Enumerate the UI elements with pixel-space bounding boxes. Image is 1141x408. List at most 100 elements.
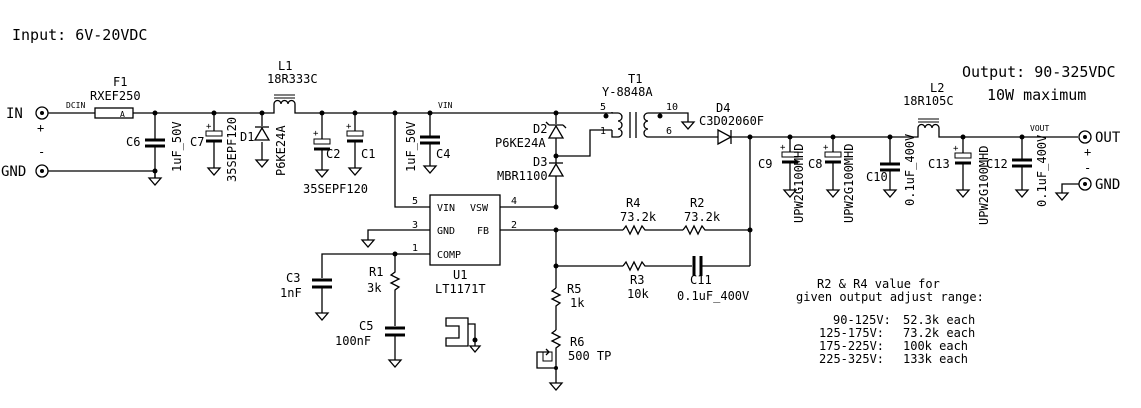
component-label: C8 — [808, 157, 822, 171]
power-spec: 10W maximum — [987, 86, 1086, 104]
inductor-l1: L1 18R333C — [267, 59, 322, 114]
ground-symbol — [147, 177, 163, 186]
component-label: 35SEPF120 — [303, 182, 368, 196]
ground-symbol — [782, 189, 798, 198]
notes-range: 90-125V: — [833, 313, 891, 327]
component-label: 73.2k — [620, 210, 657, 224]
ground-symbol — [387, 359, 403, 368]
net-dcin: DCIN — [66, 101, 85, 110]
svg-text:+: + — [346, 122, 352, 132]
component-label: 0.1uF_400V — [1035, 135, 1049, 207]
component-label: 3k — [367, 281, 382, 295]
component-label: C2 — [326, 147, 340, 161]
component-label: 10 — [666, 102, 678, 113]
component-label: A — [120, 110, 125, 119]
ground-symbol — [955, 189, 971, 198]
component-label: L1 — [278, 59, 292, 73]
ground-symbol — [680, 121, 696, 130]
gnd-in-label: GND — [1, 164, 26, 180]
svg-text:+: + — [313, 129, 319, 139]
component-label: + — [1084, 145, 1091, 159]
component-label: UPW2G100MHD — [977, 146, 991, 225]
f1-value: RXEF250 — [90, 89, 141, 103]
in-label: IN — [6, 106, 23, 122]
svg-text:+: + — [823, 143, 829, 153]
component-label: 35SEPF120 — [225, 117, 239, 182]
capacitor-c6: C6 1uF_50V — [126, 110, 184, 178]
capacitor-c5: C5 100nF — [335, 319, 405, 360]
ground-symbol — [254, 159, 270, 168]
ground-symbol — [825, 189, 841, 198]
resistor-r1: R1 3k — [367, 254, 401, 326]
component-label: 100nF — [335, 334, 371, 348]
net-vout: VOUT — [1030, 124, 1049, 133]
component-label: R6 — [570, 335, 584, 349]
component-label: R2 — [690, 196, 704, 210]
notes-range: 225-325V: — [819, 352, 884, 366]
net-vin: VIN — [438, 101, 453, 110]
in-polarity: + — [37, 121, 44, 135]
component-label: - — [1084, 161, 1091, 175]
component-label: 73.2k — [684, 210, 721, 224]
output-spec: Output: 90-325VDC — [962, 63, 1116, 81]
heatsink-icon — [445, 317, 482, 354]
component-label: MBR1100 — [497, 169, 548, 183]
component-label: R5 — [567, 282, 581, 296]
component-label: 3 — [412, 220, 418, 231]
notes-value: 52.3k each — [903, 313, 975, 327]
adjust-range-notes: R2 & R4 value for given output adjust ra… — [796, 277, 984, 366]
component-label: 500 TP — [568, 349, 611, 363]
resistor-r3: R3 10k — [622, 260, 692, 301]
svg-text:+: + — [780, 143, 786, 153]
component-label: C10 — [866, 170, 888, 184]
component-label: D4 — [716, 101, 730, 115]
component-label: 1uF_50V — [404, 121, 418, 172]
notes-range: 125-175V: — [819, 326, 884, 340]
input-ground-terminal: GND - — [1, 145, 49, 180]
component-label: 2 — [511, 220, 517, 231]
component-label: L2 — [930, 81, 944, 95]
ground-symbol — [360, 239, 376, 248]
capacitor-c1: + C1 — [346, 110, 375, 168]
notes-value: 73.2k each — [903, 326, 975, 340]
inductor-l2: L2 18R105C — [903, 81, 960, 138]
component-label: 0.1uF_400V — [903, 134, 917, 206]
potentiometer-r6: R6 500 TP — [536, 329, 611, 391]
component-label: 18R333C — [267, 72, 318, 86]
component-label: OUT — [1095, 130, 1121, 146]
ground-symbol — [314, 312, 330, 321]
notes-line1: R2 & R4 value for — [817, 277, 940, 291]
ground-symbol — [1014, 189, 1030, 198]
component-label: P6KE24A — [495, 136, 546, 150]
resistor-r2: R2 73.2k — [682, 196, 750, 236]
capacitor-c2: + C2 35SEPF120 — [303, 113, 368, 196]
notes-value: 133k each — [903, 352, 968, 366]
component-label: C1 — [361, 147, 375, 161]
input-spec: Input: 6V-20VDC — [12, 26, 147, 44]
component-label: U1 — [453, 268, 467, 282]
ground-symbol — [347, 167, 363, 176]
component-label: C11 — [690, 273, 712, 287]
component-label: D2 — [533, 122, 547, 136]
output-ground-terminal: GND - — [1054, 161, 1120, 201]
ic-u1: VIN VSW GND FB COMP 5 4 3 2 1 U1 LT1171T — [412, 194, 517, 296]
component-label: 1 — [412, 243, 418, 254]
component-label: 0.1uF_400V — [677, 289, 749, 303]
component-label: 1 — [600, 126, 606, 137]
component-label: D3 — [533, 155, 547, 169]
ground-symbol — [422, 165, 438, 174]
capacitor-c13: + C13 UPW2G100MHD — [928, 134, 991, 225]
svg-text:+: + — [206, 122, 212, 132]
capacitor-c11: C11 0.1uF_400V — [677, 256, 750, 303]
component-label: GND — [437, 226, 455, 237]
component-label: 6 — [666, 126, 672, 137]
component-label: R4 — [626, 196, 640, 210]
component-label: C6 — [126, 135, 140, 149]
transformer-t1: T1 Y-8848A 5 10 1 6 — [556, 72, 678, 138]
component-label: UPW2G100MHD — [842, 144, 856, 223]
component-label: 5 — [600, 102, 606, 113]
component-label: COMP — [437, 250, 461, 261]
component-label: C5 — [359, 319, 373, 333]
input-terminal: IN + — [6, 106, 49, 135]
component-label: C12 — [986, 157, 1008, 171]
